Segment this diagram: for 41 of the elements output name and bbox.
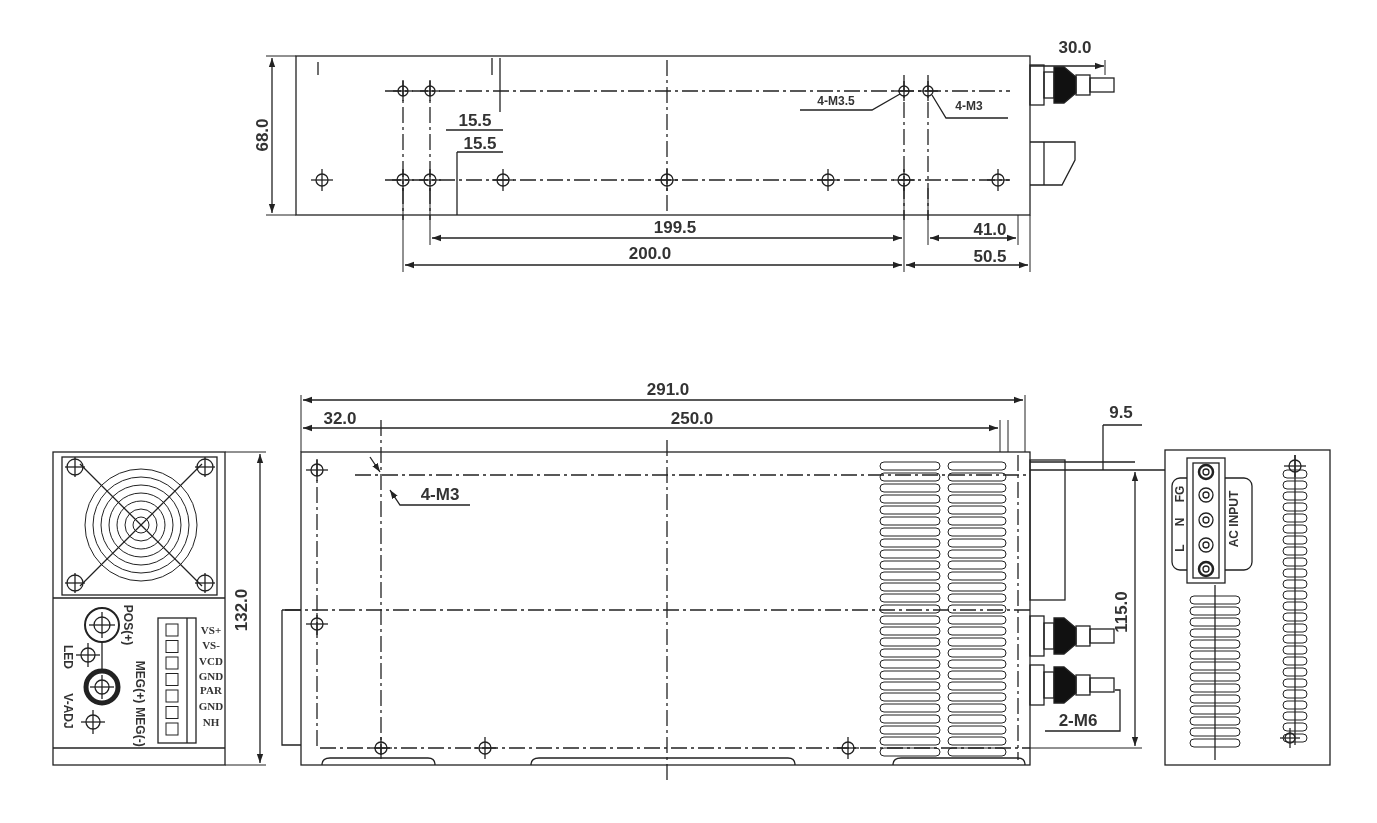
leader-line (389, 489, 471, 506)
panel-label: AC INPUT (1228, 490, 1240, 548)
dimension-label: 50.5 (973, 247, 1007, 265)
leader-line (1044, 689, 1121, 732)
pin-label: GND (198, 700, 224, 712)
terminal-label: FG (1174, 485, 1186, 503)
pin-label: VS- (202, 639, 220, 651)
terminal-label: L (1174, 544, 1186, 552)
dimension-label: 115.0 (1112, 591, 1130, 633)
terminal-label: MEG(+) (134, 660, 146, 704)
dimension-label: 15.5 (458, 111, 492, 129)
control-label: V-ADJ (62, 693, 74, 729)
callout-label: 4-M3 (420, 485, 460, 503)
indicator-label: LED (62, 645, 74, 669)
mounting-hole (917, 80, 939, 102)
dimension-label: 200.0 (628, 244, 672, 262)
callout-label: 4-M3.5 (817, 95, 855, 107)
mounting-hole (893, 80, 915, 102)
terminal-label: N (1174, 517, 1186, 527)
pin-label: VCD (199, 655, 223, 667)
dimension-label: 250.0 (670, 409, 714, 427)
callout-label: 4-M3 (955, 100, 983, 112)
leader-line (931, 94, 1009, 119)
terminal-label: POS(+) (122, 604, 134, 646)
pin-label: GND (198, 670, 224, 682)
dimension-label: 30.0 (1058, 38, 1092, 56)
pin-label: NH (202, 716, 220, 728)
dimension-label: 32.0 (323, 409, 357, 427)
leader-line (799, 93, 901, 111)
dimension-label: 132.0 (232, 588, 250, 632)
dimension-label: 15.5 (463, 134, 497, 152)
dimension-label: 9.5 (1109, 403, 1133, 421)
dimension-label: 199.5 (653, 218, 697, 236)
pin-label: PAR (200, 684, 222, 696)
output-terminal-drawing (1029, 664, 1115, 706)
pin-label: VS+ (200, 624, 222, 636)
callout-label: 2-M6 (1058, 711, 1098, 729)
dimension-label: 41.0 (973, 220, 1007, 238)
terminal-label: MEG(-) (134, 707, 146, 747)
dimension-label: 291.0 (646, 380, 690, 398)
dimension-label: 68.0 (253, 118, 271, 152)
